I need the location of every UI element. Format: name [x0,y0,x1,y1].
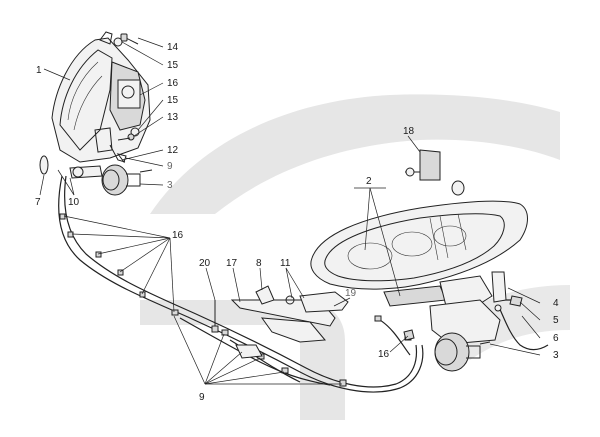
callout-12: 12 [167,145,179,156]
callout-1: 1 [36,65,42,76]
callout-9: 9 [167,161,173,172]
left-headlamp-assembly [51,31,151,163]
callout-15: 15 [167,60,179,71]
washer-hoses [58,175,549,393]
callout-16: 16 [378,349,390,360]
right-headlamp-assembly [310,149,528,372]
callout-13: 13 [167,112,179,123]
callout-18: 18 [403,126,415,137]
callout-5: 5 [553,315,559,326]
callout-19: 19 [345,288,357,299]
callout-10: 10 [68,197,80,208]
callout-3: 3 [167,180,173,191]
callout-8: 8 [256,258,262,269]
left-small-parts [39,33,153,196]
callout-14: 14 [167,42,179,53]
callout-15: 15 [167,95,179,106]
callout-7: 7 [35,197,41,208]
callout-4: 4 [553,298,559,309]
callout-16: 16 [167,78,179,89]
callout-16: 16 [172,230,184,241]
leader-lines [39,37,541,385]
callout-3: 3 [553,350,559,361]
callout-9: 9 [199,392,205,403]
callout-20: 20 [199,258,211,269]
callout-2: 2 [366,176,372,187]
callout-17: 17 [226,258,238,269]
callout-11: 11 [280,258,291,269]
callout-6: 6 [553,333,559,344]
callout-labels: 1 14 15 16 15 13 12 9 3 7 10 18 2 16 20 … [35,42,559,403]
